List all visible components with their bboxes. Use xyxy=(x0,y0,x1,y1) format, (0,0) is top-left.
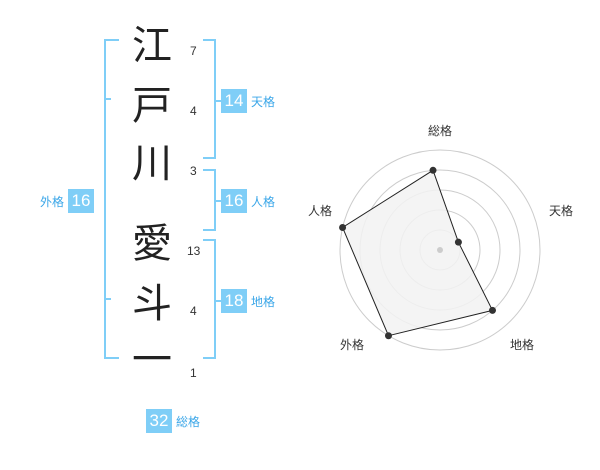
jinkaku-badge: 16 人格 xyxy=(221,189,275,213)
stroke-count-3: 3 xyxy=(190,164,197,178)
chikaku-value: 18 xyxy=(221,289,247,313)
stroke-count-4: 13 xyxy=(187,244,201,258)
radar-axis-label-chi: 地格 xyxy=(510,338,535,352)
radar-point-2 xyxy=(454,238,462,246)
radar-point-4 xyxy=(384,332,392,340)
tenkaku-label: 天格 xyxy=(251,94,276,109)
soukaku-badge: 32 総格 xyxy=(146,409,200,433)
name-char-1: 江 xyxy=(132,23,172,69)
tenkaku-value: 14 xyxy=(221,89,247,113)
radar-axis-label-jin: 人格 xyxy=(308,204,333,218)
tenkaku-badge: 14 天格 xyxy=(221,89,275,113)
tenkaku-bracket xyxy=(203,39,216,159)
gaikaku-bracket xyxy=(104,39,119,359)
radar-axis-label-ten: 天格 xyxy=(549,204,574,218)
radar-polygon xyxy=(341,169,494,337)
radar-point-1 xyxy=(429,166,437,174)
stroke-count-6: 1 xyxy=(190,366,197,380)
name-char-5: 斗 xyxy=(132,281,172,327)
gaikaku-badge: 外格 16 xyxy=(40,189,95,213)
chikaku-badge: 18 地格 xyxy=(221,289,275,313)
radar-ring xyxy=(339,149,541,351)
stroke-count-1: 7 xyxy=(190,44,197,58)
chikaku-label: 地格 xyxy=(251,294,276,309)
gaikaku-value: 16 xyxy=(68,189,95,213)
radar-axis-label-sou: 総格 xyxy=(428,124,453,138)
name-char-6: 一 xyxy=(132,337,172,383)
soukaku-label: 総格 xyxy=(176,414,201,429)
radar-center-dot xyxy=(437,247,443,253)
chikaku-bracket xyxy=(203,239,216,359)
name-char-2: 戸 xyxy=(132,83,172,129)
radar-point-3 xyxy=(488,306,496,314)
stroke-count-2: 4 xyxy=(190,104,197,118)
jinkaku-value: 16 xyxy=(221,189,247,213)
gaikaku-label: 外格 xyxy=(40,194,65,209)
radar-point-5 xyxy=(339,224,347,232)
name-char-4: 愛 xyxy=(132,221,172,267)
jinkaku-label: 人格 xyxy=(251,194,276,209)
stroke-count-5: 4 xyxy=(190,304,197,318)
radar-axis-label-gai: 外格 xyxy=(340,338,365,352)
name-char-3: 川 xyxy=(132,141,172,187)
soukaku-value: 32 xyxy=(146,409,172,433)
